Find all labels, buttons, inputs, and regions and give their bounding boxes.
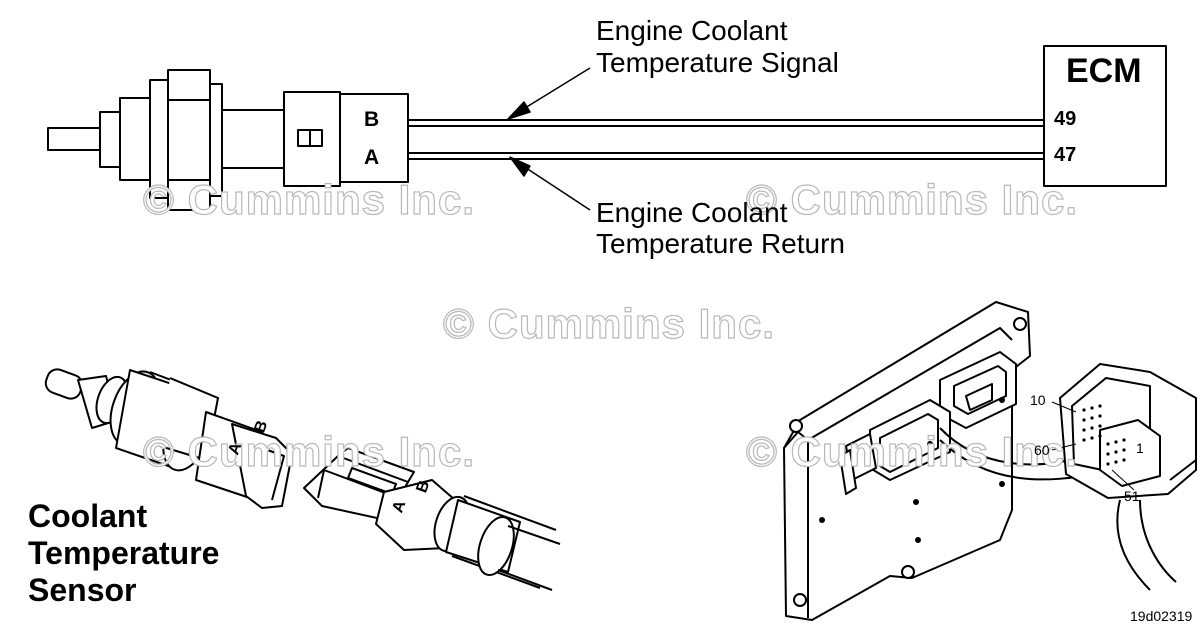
ecm-rivets — [819, 397, 1005, 543]
sensor-label-line3: Sensor — [28, 572, 137, 608]
ecm-connector-pin-1: 1 — [1136, 440, 1144, 456]
watermark-center: © Cummins Inc. — [442, 299, 775, 347]
signal-callout-arrow — [507, 67, 591, 120]
signal-callout-line2: Temperature Signal — [596, 47, 839, 78]
ecm-connector-pin-grid — [1082, 404, 1126, 466]
coolant-sensor-illustration — [44, 368, 293, 509]
return-callout-line1: Engine Coolant — [596, 197, 788, 228]
figure-id: 19d02319 — [1130, 608, 1193, 624]
watermark-top-right: © Cummins Inc. — [745, 175, 1078, 223]
sensor-label-line1: Coolant — [28, 498, 148, 534]
schematic-sensor-icon — [47, 69, 285, 211]
ecm-box — [1043, 45, 1167, 187]
ecm-connector-pin-10: 10 — [1030, 392, 1046, 408]
ecm-pin-49: 49 — [1054, 108, 1077, 130]
schematic-connector-body — [283, 91, 409, 187]
watermark-top-left: © Cummins Inc. — [142, 175, 475, 223]
ecm-module-illustration — [783, 301, 1197, 621]
ecm-title: ECM — [1066, 52, 1142, 90]
ecm-pin-47: 47 — [1054, 144, 1077, 166]
return-callout-line2: Temperature Return — [596, 228, 846, 259]
ecm-connector-pin-51: 51 — [1124, 488, 1140, 504]
signal-callout-line1: Engine Coolant — [596, 15, 788, 46]
connector-pin-a: A — [364, 146, 380, 169]
pin-leader-lines — [1051, 401, 1135, 491]
watermark-bottom-right: © Cummins Inc. — [745, 427, 1078, 475]
return-callout-arrow — [509, 156, 591, 211]
connector-pin-b: B — [364, 108, 380, 131]
harness-connector-illustration — [303, 447, 561, 591]
ecm-connector-pin-60: 60 — [1034, 442, 1050, 458]
watermark-bottom-left: © Cummins Inc. — [142, 427, 475, 475]
sensor-label-line2: Temperature — [28, 535, 220, 571]
